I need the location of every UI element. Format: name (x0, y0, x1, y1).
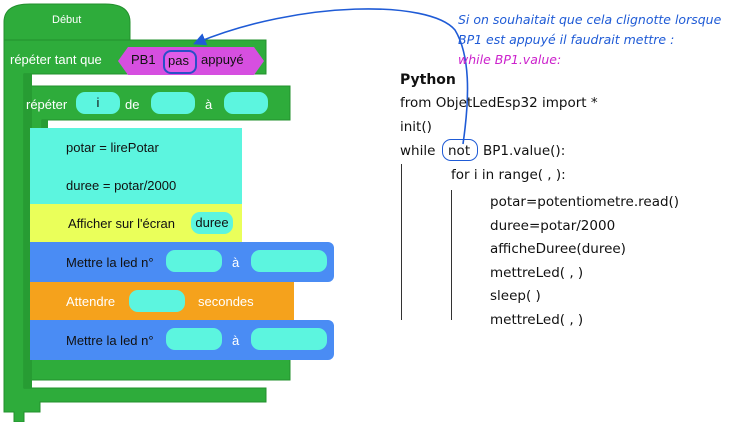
for-end-pill[interactable] (224, 92, 268, 114)
statement-potar-label: potar = lirePotar (66, 140, 159, 155)
while-cond-left: PB1 (131, 52, 156, 67)
python-not-kw: not (448, 143, 471, 159)
start-hat-shape[interactable] (3, 3, 131, 41)
python-while-kw: while (400, 143, 436, 159)
afficher-value-pill[interactable]: duree (191, 212, 233, 234)
while-cond-right: appuyé (201, 52, 244, 67)
python-body-6: mettreLed( , ) (490, 312, 584, 328)
note-line-3: while BP1.value: (458, 52, 562, 67)
for-label: répéter (26, 97, 68, 112)
blocks-program: Début répéter tant que PB1 pas appuyé ré… (0, 0, 334, 422)
python-body-3: afficheDuree(duree) (490, 241, 626, 257)
led2-label: Mettre la led n° (66, 333, 154, 348)
led1-a-label: à (232, 255, 240, 270)
for-de-label: de (125, 97, 140, 112)
start-label: Début (52, 14, 82, 26)
indent-guide-while (401, 164, 402, 320)
led2-num-pill[interactable] (166, 328, 222, 350)
led2-state-pill[interactable] (251, 328, 327, 350)
python-line-import: from ObjetLedEsp32 import * (400, 95, 598, 111)
note-line-2: BP1 est appuyé il faudrait mettre : (458, 32, 675, 47)
for-start-pill[interactable] (151, 92, 195, 114)
led1-label: Mettre la led n° (66, 255, 154, 270)
wait-value-pill[interactable] (129, 290, 185, 312)
statement-duree-label: duree = potar/2000 (66, 178, 177, 193)
for-a-label: à (205, 97, 213, 112)
python-body-1: potar=potentiometre.read() (490, 194, 680, 210)
led1-state-pill[interactable] (251, 250, 327, 272)
wait-unit-label: secondes (198, 294, 254, 309)
not-pill[interactable] (163, 50, 197, 74)
python-while-rest: BP1.value(): (483, 143, 566, 159)
python-body-2: duree=potar/2000 (490, 218, 616, 234)
led1-num-pill[interactable] (166, 250, 222, 272)
python-body-5: sleep( ) (490, 288, 541, 304)
python-body-4: mettreLed( , ) (490, 265, 584, 281)
not-highlight (442, 139, 478, 161)
python-line-init: init() (400, 119, 432, 135)
while-cond-not: pas (168, 53, 189, 68)
while-label: répéter tant que (10, 52, 102, 67)
python-for-line: for i in range( , ): (451, 167, 566, 183)
wait-label: Attendre (66, 294, 116, 309)
indent-guide-for (451, 190, 452, 320)
afficher-label: Afficher sur l'écran (68, 216, 176, 231)
led2-a-label: à (232, 333, 240, 348)
for-var-pill[interactable]: i (76, 92, 120, 114)
note-line-1: Si on souhaitait que cela clignotte lors… (458, 12, 722, 27)
python-title: Python (400, 72, 456, 88)
